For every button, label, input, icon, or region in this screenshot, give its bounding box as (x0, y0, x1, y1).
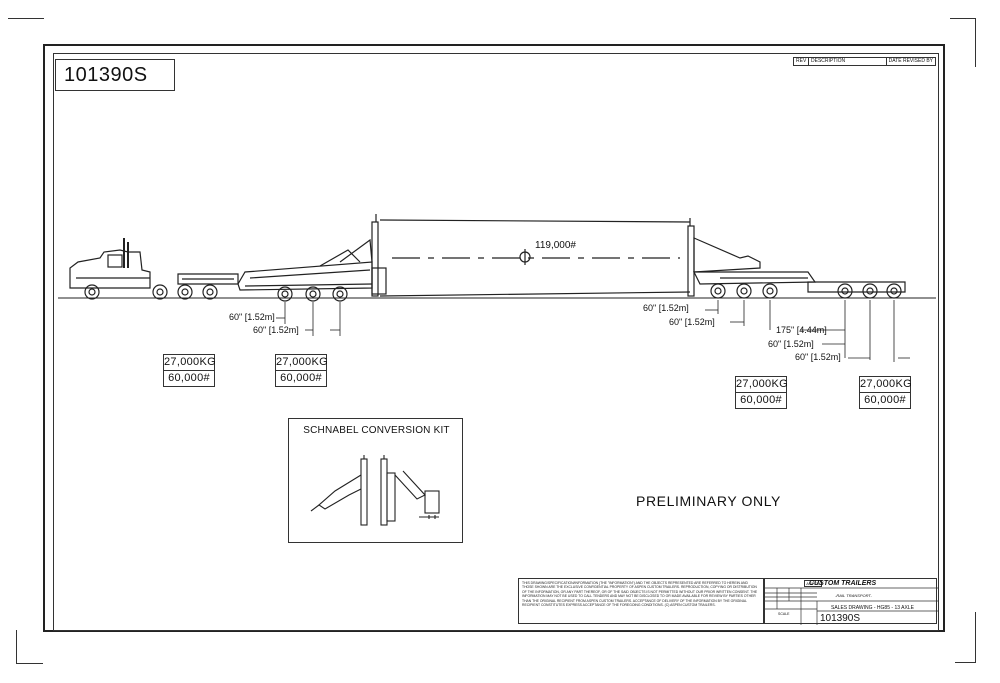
crop-mark-top-left (8, 18, 44, 20)
crop-mark-top-right (950, 18, 976, 67)
dimension-rear-1: 60" [1.52m] (643, 303, 689, 313)
revision-col-rev: REV (794, 58, 809, 65)
truck-tractor (69, 238, 218, 300)
axle-weight-box: 27,000KG 60,000# (163, 354, 216, 387)
drawing-frame-outer (43, 44, 945, 632)
company-name: CUSTOM TRAILERS (809, 580, 877, 587)
revision-table: REV DESCRIPTION DATE REVISED BY (793, 57, 936, 66)
confidentiality-notes: This drawing/specification/information (… (518, 578, 764, 624)
front-trailer (237, 238, 373, 302)
crop-mark-bottom-left (16, 630, 43, 664)
axle-weight-kg: 27,000KG (164, 355, 216, 371)
axle-weight-box: 27,000KG 60,000# (859, 376, 912, 409)
axle-weight-lb: 60,000# (280, 372, 322, 384)
load-weight-label: 119,000# (535, 240, 576, 251)
schnabel-kit-box: SCHNABEL CONVERSION KIT (288, 418, 463, 543)
title-block-scale-label: SCALE (778, 612, 790, 616)
axle-weight-box: 27,000KG 60,000# (735, 376, 788, 409)
axle-weight-box: 27,000KG 60,000# (275, 354, 328, 387)
axle-weight-kg: 27,000KG (276, 355, 328, 371)
drawing-frame-inner (53, 53, 939, 631)
front-schnabel-arm (371, 214, 387, 297)
axle-weight-lb: 60,000# (864, 394, 906, 406)
axle-weight-lb: 60,000# (740, 394, 782, 406)
preliminary-notice: PRELIMINARY ONLY (636, 493, 781, 509)
dimension-rear-5: 60" [1.52m] (795, 352, 841, 362)
revision-col-description: DESCRIPTION (809, 58, 887, 65)
title-block-description: SALES DRAWING - HG85 - 13 AXLE (831, 605, 914, 611)
title-block-drawing-number: 101390S (820, 613, 861, 624)
title-block-grid (765, 587, 938, 625)
axle-weight-lb: 60,000# (168, 372, 210, 384)
dimension-front-1: 60" [1.52m] (229, 312, 275, 322)
dimension-rear-3: 175" [4.44m] (776, 325, 827, 335)
company-logo: ASPEN (804, 580, 822, 587)
dimension-rear-4: 60" [1.52m] (768, 339, 814, 349)
dimension-rear-2: 60" [1.52m] (669, 317, 715, 327)
dimension-front-2: 60" [1.52m] (253, 325, 299, 335)
title-block: ASPEN CUSTOM TRAILERS -RAIL TRANSPORT- S… (764, 578, 938, 625)
front-dolly (177, 273, 239, 285)
rear-dimension-lines (705, 300, 910, 362)
front-dimension-lines (276, 302, 341, 336)
title-block-subtitle: -RAIL TRANSPORT- (835, 593, 872, 598)
axle-weight-kg: 27,000KG (736, 377, 788, 393)
rear-trailer (693, 237, 906, 299)
rear-schnabel-arm (687, 218, 695, 297)
schnabel-kit-title: SCHNABEL CONVERSION KIT (303, 425, 450, 436)
schnabel-kit-drawing (310, 455, 440, 526)
crop-mark-bottom-right (955, 612, 976, 663)
axle-weight-kg: 27,000KG (860, 377, 912, 393)
drawing-number-box: 101390S (55, 59, 175, 91)
load-cylinder (379, 219, 691, 297)
revision-col-date: DATE REVISED BY (888, 58, 933, 64)
